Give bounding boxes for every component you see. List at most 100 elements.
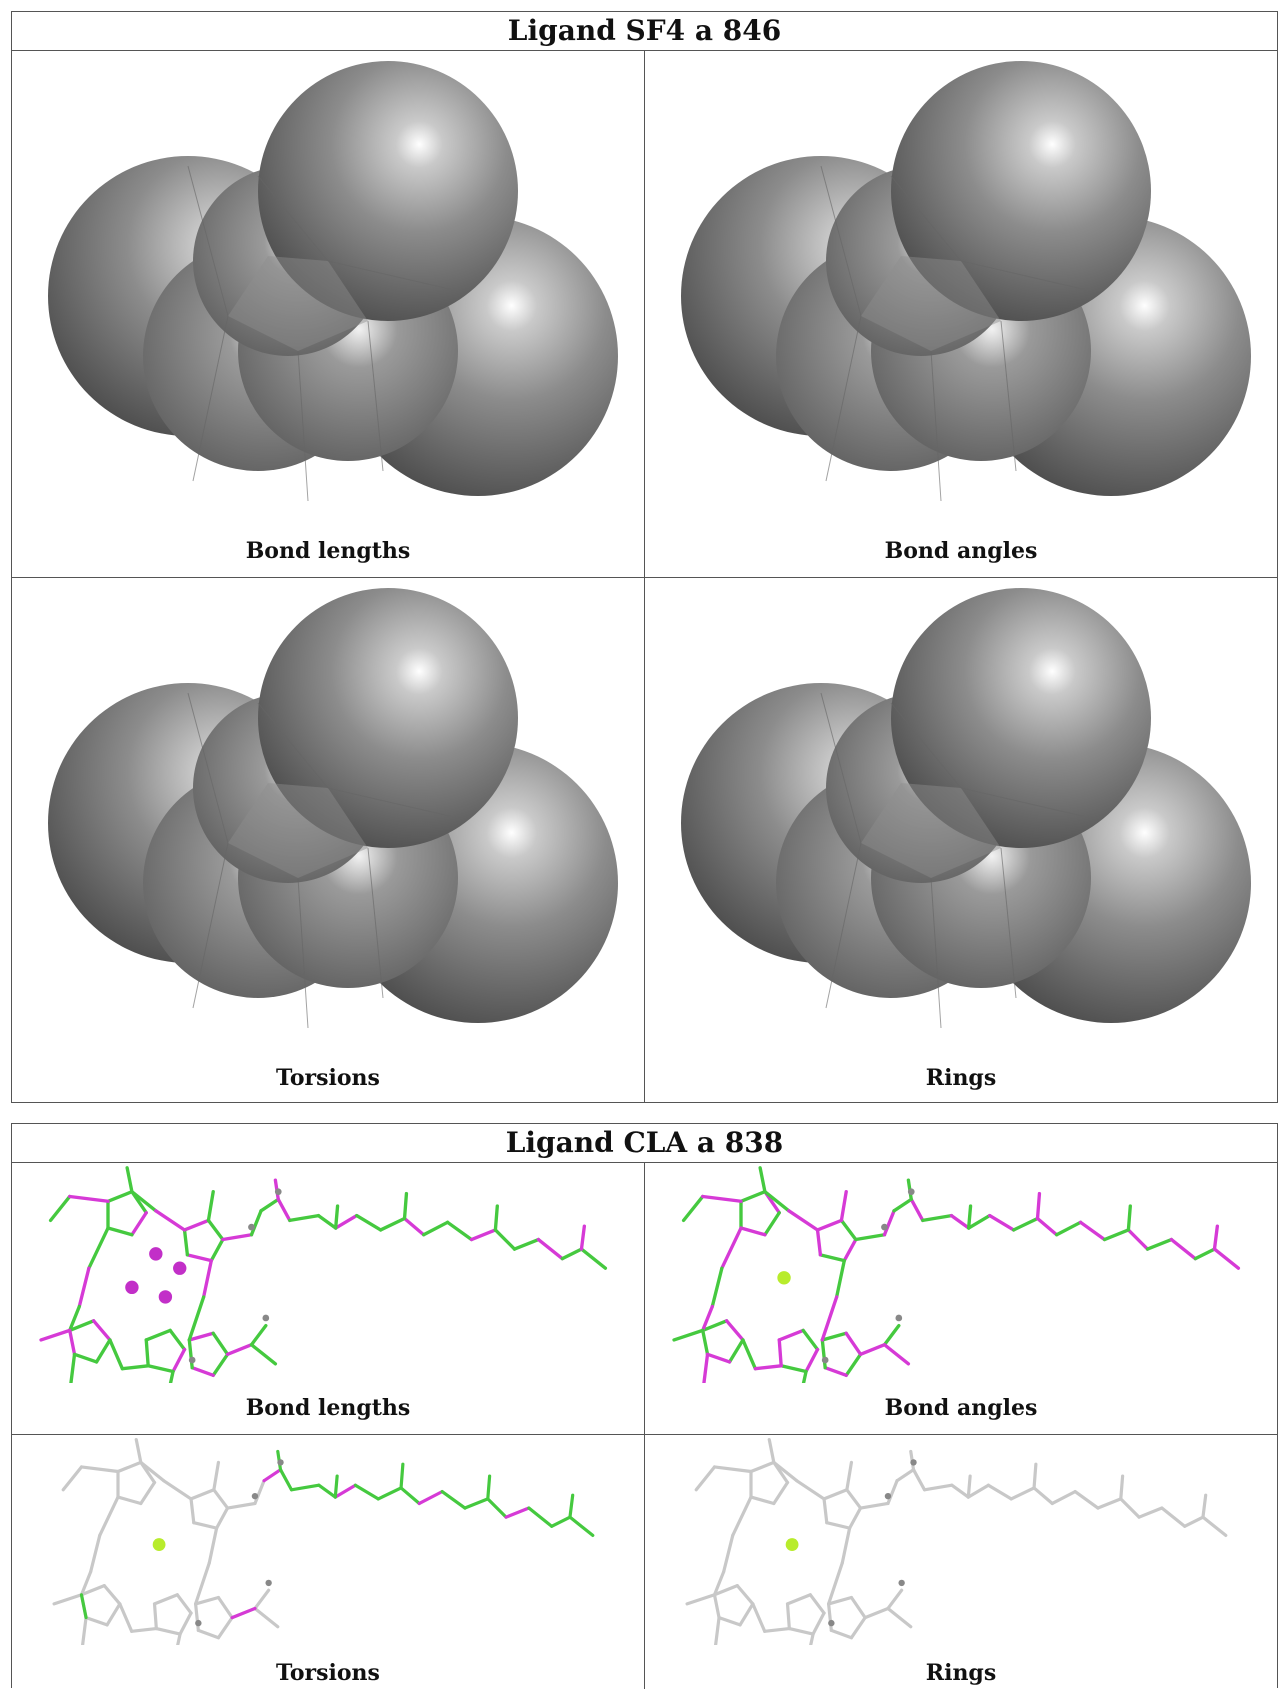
bond-stick	[882, 1343, 911, 1366]
bond-stick	[722, 1533, 735, 1574]
bond-stick	[402, 1216, 426, 1237]
bond-stick	[1201, 1493, 1208, 1519]
bond-stick	[353, 1483, 380, 1501]
bond-stick	[882, 1209, 896, 1237]
bond-stick	[212, 1460, 221, 1492]
bond-stick	[68, 1304, 81, 1333]
bond-stick	[1160, 1506, 1187, 1528]
bond-stick	[911, 1468, 927, 1492]
bond-stick	[276, 1197, 292, 1223]
atom-sphere	[195, 1619, 202, 1627]
bond-stick	[568, 1515, 595, 1538]
bond-stick	[1169, 1237, 1198, 1261]
bond-stick	[125, 1166, 134, 1194]
bond-stick	[152, 1593, 179, 1606]
bond-stick	[820, 1331, 848, 1342]
sf4-space-fill-image	[680, 587, 1252, 1029]
bond-stick	[777, 1338, 783, 1368]
bond-stick	[116, 1460, 143, 1474]
bond-stick	[196, 1628, 221, 1640]
bond-stick	[253, 1606, 280, 1629]
bond-stick	[763, 1211, 781, 1237]
bond-stick	[950, 1483, 970, 1499]
bond-stick	[182, 1228, 190, 1257]
bond-stick	[815, 1228, 823, 1257]
bond-stick	[225, 1501, 257, 1510]
cell-torsions: Torsions	[12, 1435, 644, 1689]
bond-stick	[187, 1295, 206, 1342]
bond-stick	[87, 1226, 110, 1270]
bond-stick	[845, 1488, 863, 1510]
bond-stick	[724, 1319, 745, 1342]
atom-sphere	[265, 1579, 272, 1587]
atom-sphere	[895, 1314, 903, 1322]
bond-stick	[116, 1495, 143, 1506]
bond-stick	[714, 1616, 721, 1645]
bond-stick	[146, 1364, 175, 1374]
cell-rings: Rings	[644, 1435, 1277, 1689]
bond-stick	[840, 1526, 852, 1565]
bond-stick	[333, 1204, 340, 1230]
bond-stick	[1009, 1486, 1036, 1501]
bond-stick	[731, 1495, 753, 1538]
bond-stick	[182, 1218, 211, 1232]
bond-stick	[154, 1209, 187, 1232]
bond-stick	[966, 1204, 973, 1230]
bond-stick	[1126, 1228, 1150, 1251]
bond-stick	[469, 1228, 498, 1242]
atom-sphere	[274, 1188, 282, 1196]
bond-stick	[949, 1213, 971, 1230]
bond-stick	[801, 1369, 808, 1383]
bond-stick	[105, 1602, 122, 1627]
bond-stick	[579, 1247, 608, 1270]
bond-stick	[89, 1533, 102, 1574]
bond-stick	[39, 1328, 72, 1342]
caption-rings: Rings	[925, 1660, 997, 1686]
bond-stick	[333, 1213, 359, 1230]
bond-stick	[767, 1437, 776, 1464]
panel-title: Ligand CLA a 838	[12, 1124, 1277, 1163]
cla-stick-model-image	[672, 1166, 1241, 1383]
bond-stick	[84, 1616, 109, 1627]
bond-stick	[378, 1216, 407, 1232]
bond-stick	[316, 1213, 338, 1230]
bond-stick	[463, 1497, 490, 1510]
bond-stick	[882, 1323, 901, 1347]
bond-stick	[694, 1465, 717, 1492]
bond-stick	[72, 1352, 99, 1364]
bond-stick	[808, 1593, 826, 1615]
bond-stick	[259, 1197, 280, 1213]
bond-stick	[178, 1611, 193, 1636]
bond-stick	[560, 1247, 584, 1261]
bond-stick	[333, 1474, 339, 1499]
bond-stick	[827, 1602, 833, 1632]
bond-stick	[811, 1611, 826, 1636]
bond-stick	[702, 1352, 710, 1383]
bond-stick	[211, 1331, 230, 1356]
bond-stick	[106, 1226, 134, 1237]
bond-stick	[801, 1328, 820, 1352]
caption-torsions: Torsions	[276, 1065, 380, 1091]
bond-stick	[772, 1480, 790, 1506]
caption-bond-angles: Bond angles	[884, 538, 1038, 564]
bond-stick	[194, 1602, 200, 1632]
bond-stick	[61, 1465, 84, 1492]
bond-stick	[966, 1483, 990, 1499]
ligand-panel-sf4: Ligand SF4 a 846 Bond lengths Bond angle…	[11, 11, 1278, 1103]
bond-stick	[187, 1338, 194, 1370]
bond-stick	[829, 1628, 854, 1640]
bond-stick	[139, 1480, 157, 1506]
bond-stick	[189, 1497, 196, 1525]
bond-stick	[844, 1352, 863, 1378]
bond-stick	[253, 1479, 266, 1506]
bond-stick	[278, 1468, 294, 1492]
bond-stick	[1145, 1237, 1174, 1251]
cell-bond-angles: Bond angles	[644, 1163, 1277, 1435]
bond-stick	[108, 1338, 125, 1371]
bond-stick	[1054, 1220, 1083, 1237]
bond-stick	[98, 1495, 120, 1538]
bond-stick	[168, 1369, 175, 1383]
bond-stick	[130, 1626, 158, 1633]
bond-stick	[727, 1338, 745, 1364]
bond-stick	[820, 1338, 827, 1370]
